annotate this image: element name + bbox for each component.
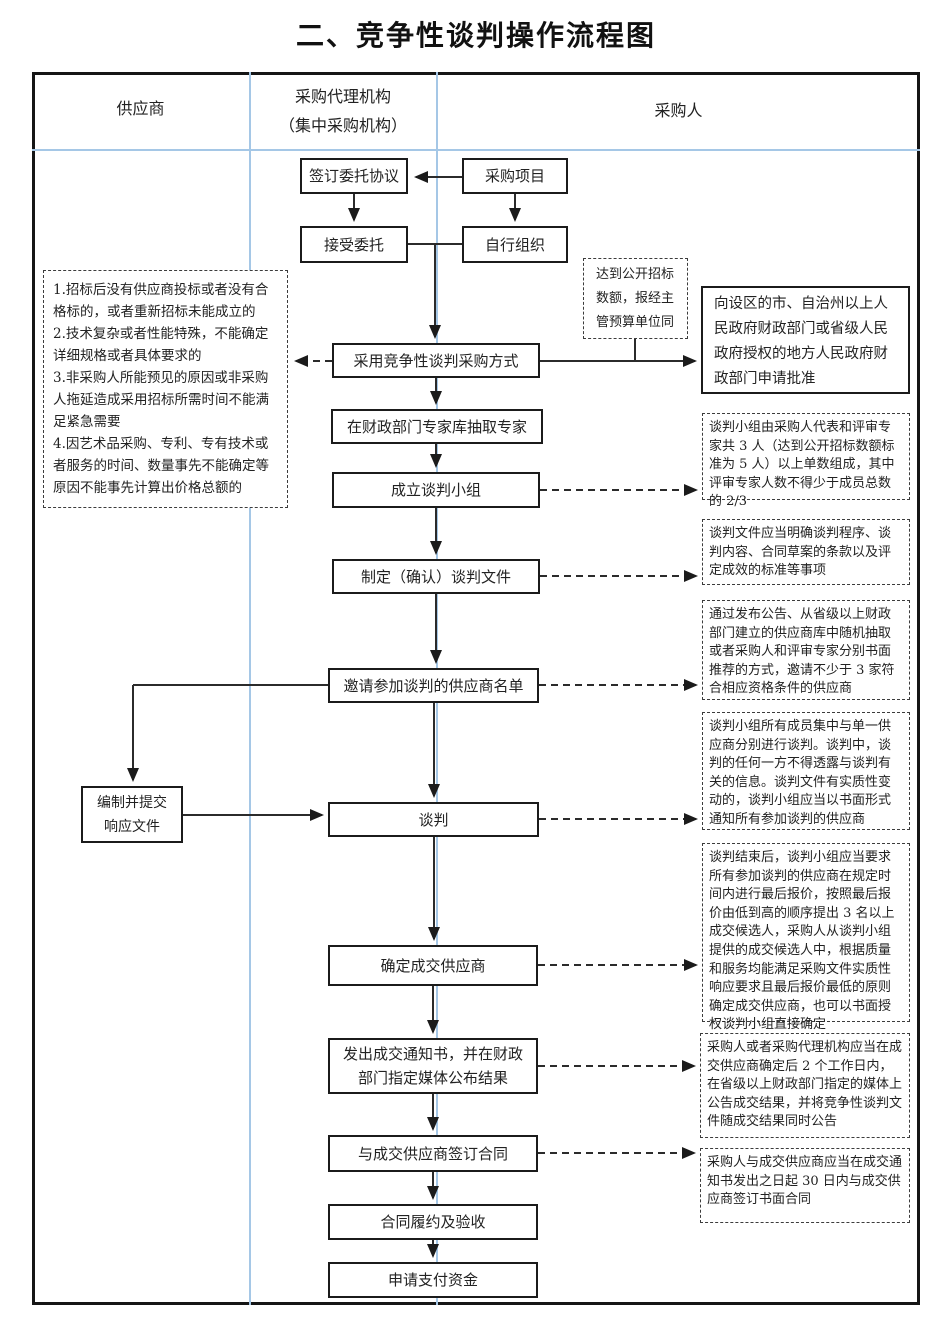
lane-header-agency-line2: （集中采购机构） xyxy=(278,116,407,135)
note-applicable-conditions: 1.招标后没有供应商投标或者没有合格标的，或者重新招标未能成立的 2.技术复杂或… xyxy=(43,270,288,508)
condition-item-4: 4.因艺术品采购、专利、专有技术或者服务的时间、数量事先不能确定等原因不能事先计… xyxy=(53,436,269,496)
lane-header-purchaser: 采购人 xyxy=(654,101,703,120)
lane-header-agency-line1: 采购代理机构 xyxy=(294,87,391,106)
step-sign-agreement: 签订委托协议 xyxy=(300,158,408,194)
page-title: 二、竞争性谈判操作流程图 xyxy=(295,19,656,52)
note-negotiation-rules: 谈判小组所有成员集中与单一供应商分别进行谈判。谈判中，谈判的任何一方不得透露与谈… xyxy=(702,712,910,830)
condition-item-2: 2.技术复杂或者性能特殊，不能确定详细规格或者具体要求的 xyxy=(53,326,269,364)
step-prepare-response-documents: 编制并提交响应文件 xyxy=(81,786,183,843)
step-make-negotiation-documents: 制定（确认）谈判文件 xyxy=(332,559,540,594)
step-apply-payment: 申请支付资金 xyxy=(328,1262,538,1298)
step-contract-performance: 合同履约及验收 xyxy=(328,1204,538,1240)
note-open-bid-threshold: 达到公开招标数额，报经主管预算单位同 xyxy=(583,258,688,339)
note-final-quote-rules: 谈判结束后，谈判小组应当要求所有参加谈判的供应商在规定时间内进行最后报价，按照最… xyxy=(702,843,910,1032)
lane-header-agency: 采购代理机构 （集中采购机构） xyxy=(249,82,437,140)
note-contract-deadline: 采购人与成交供应商应当在成交通知书发出之日起 30 日内与成交供应商签订书面合同 xyxy=(700,1148,910,1223)
step-determine-supplier: 确定成交供应商 xyxy=(328,945,538,986)
step-form-negotiation-team: 成立谈判小组 xyxy=(332,472,540,508)
note-invitation-rules: 通过发布公告、从省级以上财政部门建立的供应商库中随机抽取或者采购人和评审专家分别… xyxy=(702,600,910,700)
note-team-composition: 谈判小组由采购人代表和评审专家共 3 人（达到公开招标数额标准为 5 人）以上单… xyxy=(702,413,910,509)
step-issue-deal-notice: 发出成交通知书，并在财政部门指定媒体公布结果 xyxy=(328,1038,538,1094)
step-invite-supplier-list: 邀请参加谈判的供应商名单 xyxy=(328,668,539,703)
step-procurement-project: 采购项目 xyxy=(462,158,568,194)
header-divider xyxy=(32,149,920,151)
condition-item-1: 1.招标后没有供应商投标或者没有合格标的，或者重新招标未能成立的 xyxy=(53,282,269,320)
note-document-rules: 谈判文件应当明确谈判程序、谈判内容、合同草案的条款以及评定成效的标准等事项 xyxy=(702,519,910,585)
lane-divider-1 xyxy=(249,72,251,1305)
step-self-organize: 自行组织 xyxy=(462,226,568,263)
condition-item-3: 3.非采购人所能预见的原因或非采购人拖延造成采用招标所需时间不能满足紧急需要 xyxy=(53,370,269,430)
step-negotiate: 谈判 xyxy=(328,802,539,837)
note-announcement-rules: 采购人或者采购代理机构应当在成交供应商确定后 2 个工作日内，在省级以上财政部门… xyxy=(700,1033,910,1138)
lane-header-supplier: 供应商 xyxy=(116,99,165,118)
step-adopt-negotiation-method: 采用竞争性谈判采购方式 xyxy=(332,343,540,378)
step-draw-experts: 在财政部门专家库抽取专家 xyxy=(331,409,543,444)
step-apply-approval: 向设区的市、自治州以上人民政府财政部门或省级人民政府授权的地方人民政府财政部门申… xyxy=(701,286,910,394)
step-sign-contract: 与成交供应商签订合同 xyxy=(328,1135,538,1172)
step-accept-entrustment: 接受委托 xyxy=(300,226,408,263)
